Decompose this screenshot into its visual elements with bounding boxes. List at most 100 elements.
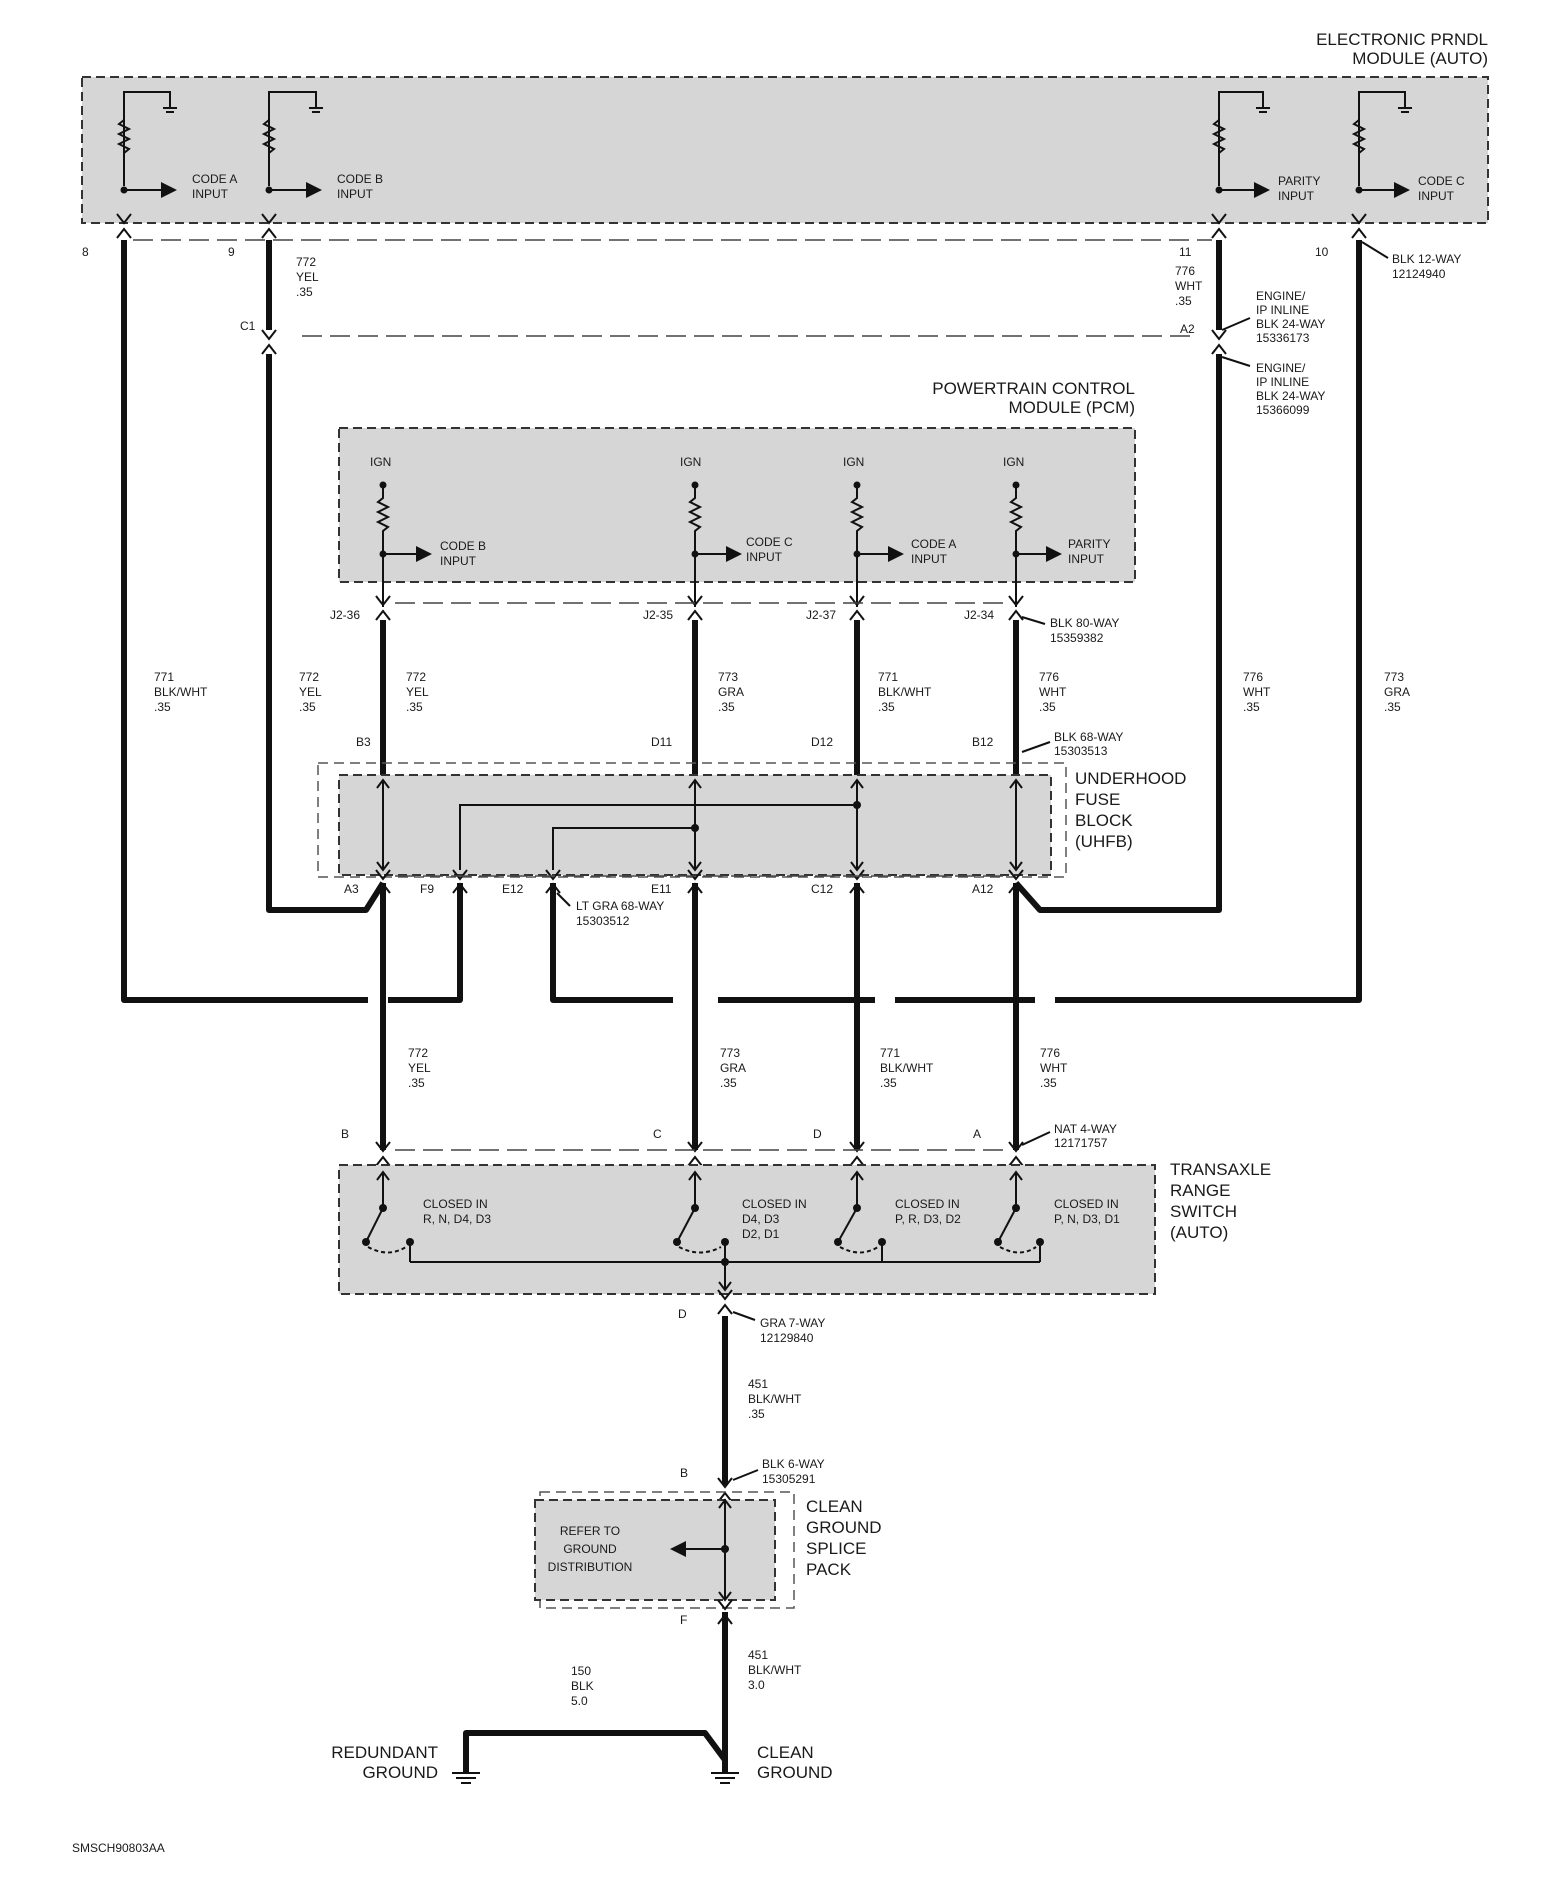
svg-text:GROUND: GROUND xyxy=(806,1518,882,1537)
wire-773-pcm-label: 773 GRA .35 xyxy=(718,670,744,714)
svg-text:F: F xyxy=(680,1613,687,1627)
ground-symbol-icon xyxy=(452,1772,480,1784)
switch-3: CLOSED IN P, R, D3, D2 xyxy=(834,1170,961,1262)
svg-text:GRA: GRA xyxy=(718,685,744,699)
svg-text:FUSE: FUSE xyxy=(1075,790,1120,809)
clean-ground-splice-pack: B BLK 6-WAY 15305291 REFER TO GROUND DIS… xyxy=(534,1457,882,1627)
pin-8-chevron xyxy=(116,213,132,239)
clean-ground: CLEAN GROUND xyxy=(711,1743,833,1784)
wire-451-lower-label: 451 BLK/WHT 3.0 xyxy=(748,1648,802,1692)
svg-text:.35: .35 xyxy=(154,700,171,714)
svg-text:772: 772 xyxy=(408,1046,428,1060)
svg-text:776: 776 xyxy=(1243,670,1263,684)
svg-text:SPLICE: SPLICE xyxy=(806,1539,866,1558)
svg-text:POWERTRAIN CONTROL: POWERTRAIN CONTROL xyxy=(932,379,1135,398)
svg-text:YEL: YEL xyxy=(406,685,429,699)
svg-text:A2: A2 xyxy=(1180,322,1195,336)
svg-text:D: D xyxy=(678,1307,687,1321)
svg-text:BLOCK: BLOCK xyxy=(1075,811,1133,830)
svg-text:.35: .35 xyxy=(878,700,895,714)
svg-text:J2-36: J2-36 xyxy=(330,608,360,622)
svg-text:BLK 12-WAY: BLK 12-WAY xyxy=(1392,252,1461,266)
svg-text:BLK/WHT: BLK/WHT xyxy=(154,685,208,699)
svg-text:UNDERHOOD: UNDERHOOD xyxy=(1075,769,1186,788)
pcm-code-a-circuit: IGN CODE A INPUT xyxy=(843,455,956,607)
svg-text:BLK 80-WAY: BLK 80-WAY xyxy=(1050,616,1119,630)
svg-text:15359382: 15359382 xyxy=(1050,631,1104,645)
svg-text:C: C xyxy=(653,1127,662,1141)
svg-text:C12: C12 xyxy=(811,882,833,896)
svg-text:INPUT: INPUT xyxy=(440,554,477,568)
svg-text:GROUND: GROUND xyxy=(563,1542,617,1556)
svg-text:150: 150 xyxy=(571,1664,591,1678)
svg-text:IP INLINE: IP INLINE xyxy=(1256,375,1309,389)
svg-text:CODE B: CODE B xyxy=(440,539,486,553)
wire-776-pcm-label: 776 WHT .35 xyxy=(1039,670,1067,714)
underhood-fuse-block: B3 D11 D12 B12 BLK 68-WAY 15303513 UNDER… xyxy=(317,730,1186,928)
wire-772-lower-label: 772 YEL .35 xyxy=(408,1046,431,1090)
svg-text:772: 772 xyxy=(299,670,319,684)
switch-1: CLOSED IN R, N, D4, D3 xyxy=(362,1170,491,1262)
svg-text:WHT: WHT xyxy=(1040,1061,1068,1075)
svg-text:772: 772 xyxy=(296,255,316,269)
prndl-code-b-circuit: CODE B INPUT xyxy=(261,91,383,201)
svg-text:D4, D3: D4, D3 xyxy=(742,1212,780,1226)
wire-150-label: 150 BLK 5.0 xyxy=(571,1664,594,1708)
svg-text:.35: .35 xyxy=(299,700,316,714)
svg-text:771: 771 xyxy=(154,670,174,684)
svg-text:.35: .35 xyxy=(406,700,423,714)
svg-text:772: 772 xyxy=(406,670,426,684)
pcm-code-c-circuit: IGN CODE C INPUT xyxy=(680,455,793,607)
svg-text:D12: D12 xyxy=(811,735,833,749)
wire-451-upper-label: 451 BLK/WHT .35 xyxy=(748,1377,802,1421)
svg-text:.35: .35 xyxy=(880,1076,897,1090)
svg-text:A12: A12 xyxy=(972,882,994,896)
svg-text:BLK/WHT: BLK/WHT xyxy=(748,1392,802,1406)
svg-text:CLEAN: CLEAN xyxy=(757,1743,814,1762)
engine-ip-inline-connector: C1 A2 ENGINE/ IP INLINE BLK 24-WAY 15336… xyxy=(240,289,1325,417)
svg-text:A3: A3 xyxy=(344,882,359,896)
svg-text:BLK/WHT: BLK/WHT xyxy=(878,685,932,699)
svg-text:BLK 24-WAY: BLK 24-WAY xyxy=(1256,317,1325,331)
svg-text:B3: B3 xyxy=(356,735,371,749)
wire-771-pcm-label: 771 BLK/WHT .35 xyxy=(878,670,932,714)
harness-wires xyxy=(121,240,1362,1773)
svg-text:(AUTO): (AUTO) xyxy=(1170,1223,1228,1242)
svg-text:J2-34: J2-34 xyxy=(964,608,994,622)
svg-text:WHT: WHT xyxy=(1175,279,1203,293)
svg-text:771: 771 xyxy=(880,1046,900,1060)
svg-text:.35: .35 xyxy=(1384,700,1401,714)
svg-text:YEL: YEL xyxy=(299,685,322,699)
pcm-module: POWERTRAIN CONTROL MODULE (PCM) IGN CODE… xyxy=(330,379,1136,645)
pcm-code-b-circuit: IGN CODE B INPUT xyxy=(370,455,486,607)
svg-text:776: 776 xyxy=(1040,1046,1060,1060)
svg-text:CODE A: CODE A xyxy=(192,172,237,186)
svg-text:PARITY: PARITY xyxy=(1068,537,1110,551)
svg-text:WHT: WHT xyxy=(1243,685,1271,699)
svg-text:YEL: YEL xyxy=(296,270,319,284)
svg-text:CODE C: CODE C xyxy=(746,535,793,549)
pcm-parity-circuit: IGN PARITY INPUT xyxy=(1003,455,1110,607)
svg-text:BLK/WHT: BLK/WHT xyxy=(880,1061,934,1075)
svg-text:CLOSED IN: CLOSED IN xyxy=(895,1197,960,1211)
svg-text:15303513: 15303513 xyxy=(1054,744,1108,758)
wire-773-right xyxy=(1055,240,1362,1003)
svg-text:INPUT: INPUT xyxy=(911,552,948,566)
svg-text:J2-35: J2-35 xyxy=(643,608,673,622)
svg-text:BLK 68-WAY: BLK 68-WAY xyxy=(1054,730,1123,744)
svg-text:PACK: PACK xyxy=(806,1560,852,1579)
svg-text:SWITCH: SWITCH xyxy=(1170,1202,1237,1221)
wire-773-lower-label: 773 GRA .35 xyxy=(720,1046,746,1090)
svg-text:D: D xyxy=(813,1127,822,1141)
wire-772-top-label: 772 YEL .35 xyxy=(296,255,319,299)
svg-text:TRANSAXLE: TRANSAXLE xyxy=(1170,1160,1271,1179)
svg-text:BLK: BLK xyxy=(571,1679,594,1693)
svg-text:B: B xyxy=(341,1127,349,1141)
svg-text:15305291: 15305291 xyxy=(762,1472,816,1486)
svg-text:INPUT: INPUT xyxy=(192,187,229,201)
prndl-module: ELECTRONIC PRNDL MODULE (AUTO) CODE A IN… xyxy=(81,30,1489,281)
svg-text:BLK 6-WAY: BLK 6-WAY xyxy=(762,1457,825,1471)
svg-text:CLEAN: CLEAN xyxy=(806,1497,863,1516)
svg-text:GRA: GRA xyxy=(1384,685,1410,699)
wire-776-lower-label: 776 WHT .35 xyxy=(1040,1046,1068,1090)
